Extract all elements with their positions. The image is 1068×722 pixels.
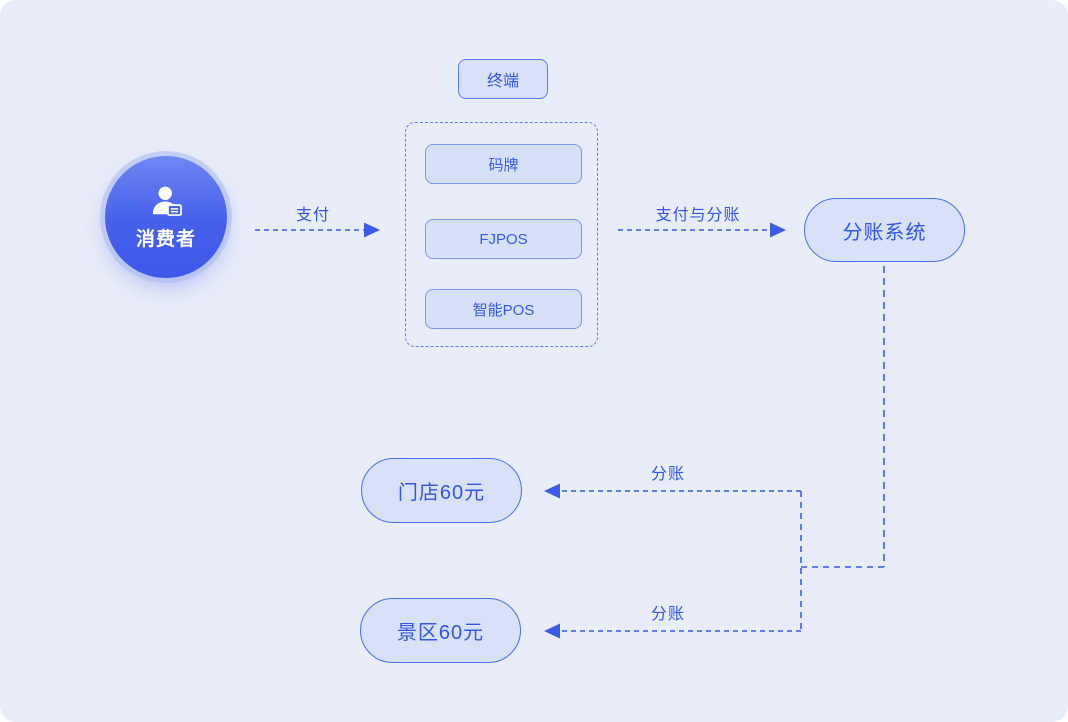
consumer-node[interactable]: 消费者 [105, 156, 227, 278]
terminal-item-qr-plate[interactable]: 码牌 [425, 144, 582, 184]
scenic-node[interactable]: 景区60元 [360, 598, 521, 663]
terminal-tag[interactable]: 终端 [458, 59, 548, 99]
edge-label-pay-and-split: 支付与分账 [655, 207, 741, 224]
edge-label-pay: 支付 [295, 207, 330, 224]
store-node[interactable]: 门店60元 [361, 458, 522, 523]
edge-label-split-scenic: 分账 [650, 606, 685, 623]
consumer-label: 消费者 [135, 229, 196, 250]
terminal-item-smart-pos[interactable]: 智能POS [425, 289, 582, 329]
arrowhead-split-store [544, 483, 560, 499]
split-system-node[interactable]: 分账系统 [804, 198, 965, 262]
arrowhead-split-scenic [544, 623, 560, 639]
terminal-group [405, 122, 598, 347]
terminal-item-fjpos[interactable]: FJPOS [425, 219, 582, 259]
person-icon [152, 186, 182, 216]
card-badge-icon [167, 204, 182, 216]
edge-label-split-store: 分账 [650, 466, 685, 483]
